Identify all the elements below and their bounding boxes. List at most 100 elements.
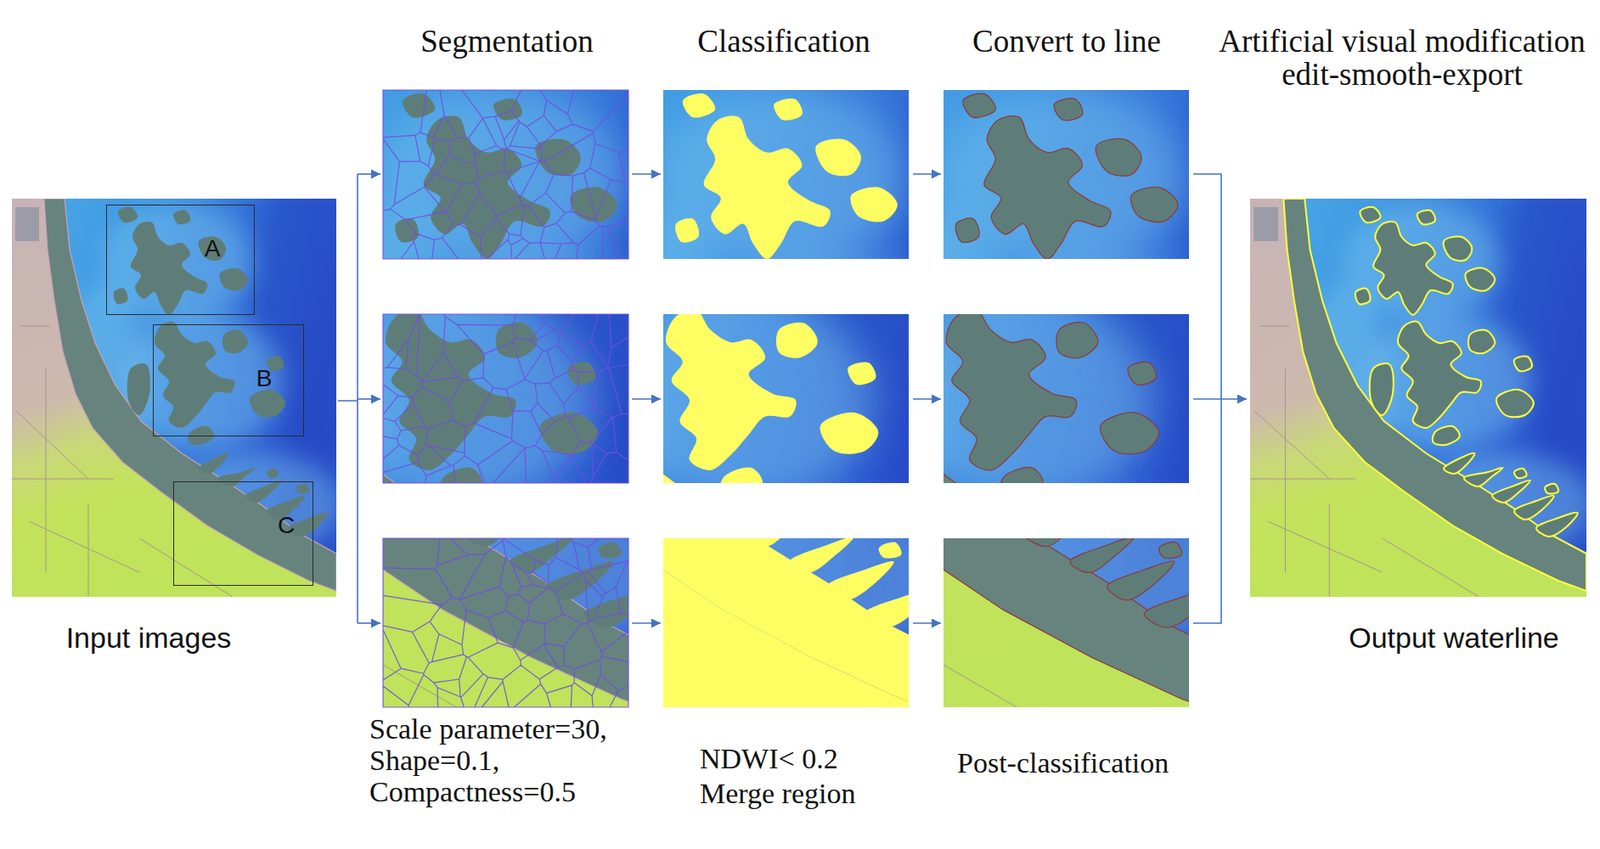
sand-island: [1536, 512, 1578, 537]
port: [232, 94, 272, 147]
sand-island: [1095, 138, 1142, 176]
sand-island: [490, 229, 538, 265]
sand-island: [697, 517, 719, 533]
shallow-water: [236, 253, 375, 561]
sand-island: [839, 225, 865, 252]
sand-island: [1492, 480, 1531, 503]
tidal-flat: [437, 80, 950, 716]
shallow-water: [469, 218, 619, 548]
shallow-water: [333, 297, 596, 502]
region-letter: A: [204, 236, 221, 263]
sand-island: [245, 480, 282, 503]
tidal-flat: [1283, 198, 1587, 592]
sand-island: [266, 468, 279, 479]
sand-island: [1106, 517, 1128, 533]
flow-arrow: [357, 173, 381, 175]
shallow-water: [256, 87, 524, 281]
road: [234, 405, 354, 510]
flow-arrow: [631, 622, 661, 625]
sand-island: [850, 186, 897, 222]
sand-island: [743, 192, 795, 231]
deep-water: [1137, 411, 1257, 659]
sand-island: [1018, 508, 1067, 541]
shallow-water: [189, 218, 339, 548]
sand-island: [130, 221, 208, 316]
road: [241, 275, 291, 277]
sand-island: [463, 192, 514, 231]
sand-island: [567, 362, 596, 386]
sand-island: [416, 141, 445, 164]
sand-island: [847, 362, 876, 386]
sand-island: [878, 541, 902, 558]
sand-island: [827, 561, 895, 601]
sand-island: [516, 389, 580, 435]
road: [168, 316, 217, 318]
flow-arrow: [357, 398, 381, 400]
road: [153, 546, 320, 548]
sand-island: [1464, 467, 1504, 487]
flow-arrow: [631, 173, 661, 175]
road: [794, 575, 795, 726]
column-heading: Convert to line: [939, 25, 1195, 59]
sand-island: [738, 508, 787, 541]
sand-island: [1022, 516, 1088, 547]
road: [788, 509, 957, 511]
shallow-water: [816, 87, 1085, 281]
satellite-image: [380, 26, 976, 727]
shallow-water: [797, 253, 936, 561]
sand-island: [1417, 210, 1436, 226]
sand-island: [928, 494, 949, 509]
sand-island: [815, 138, 862, 176]
deep-water: [1077, 26, 1257, 439]
road: [20, 326, 51, 327]
flow-arrow: [631, 398, 661, 400]
sand-island: [583, 588, 654, 628]
sea: [380, 80, 949, 726]
image-view: [380, 26, 976, 727]
sand-island: [969, 448, 1015, 480]
port: [106, 94, 148, 150]
parameter-caption: Post-classification: [957, 747, 1212, 779]
segment-lines: [383, 314, 629, 484]
image-panel: Output waterline: [1250, 198, 1587, 598]
sand-island: [720, 467, 763, 496]
sand-island: [627, 159, 753, 301]
road: [323, 630, 488, 726]
sand-island: [976, 141, 1005, 164]
sand-island: [789, 536, 854, 573]
flow-arrow: [357, 622, 381, 625]
shallow-water: [894, 297, 1156, 502]
road: [668, 424, 795, 535]
sand-island: [588, 118, 723, 270]
sand-island: [1208, 494, 1229, 509]
road: [801, 275, 851, 277]
sand-island: [675, 218, 699, 243]
sand-island: [863, 588, 935, 628]
sand-island: [598, 541, 622, 558]
sand-island: [1159, 541, 1183, 558]
sand-island: [1000, 467, 1043, 496]
road: [728, 316, 778, 318]
flow-arrow: [912, 622, 941, 625]
road: [45, 368, 47, 573]
sand-island: [427, 141, 476, 181]
sand-island: [1369, 363, 1394, 416]
sand-island: [1355, 288, 1371, 305]
sand-island: [428, 492, 481, 526]
shallow-water: [536, 87, 805, 281]
shallow-water: [749, 218, 899, 548]
sand-island: [569, 186, 617, 222]
road: [227, 509, 396, 511]
satellite-image: [1250, 164, 1600, 598]
sand-island: [862, 347, 904, 432]
land: [11, 198, 337, 598]
shallow-water: [579, 130, 828, 310]
sand-island: [546, 517, 568, 533]
sand-island: [708, 492, 761, 526]
deep-water: [797, 26, 976, 439]
sand-island: [1257, 517, 1279, 533]
sand-island: [776, 322, 818, 359]
